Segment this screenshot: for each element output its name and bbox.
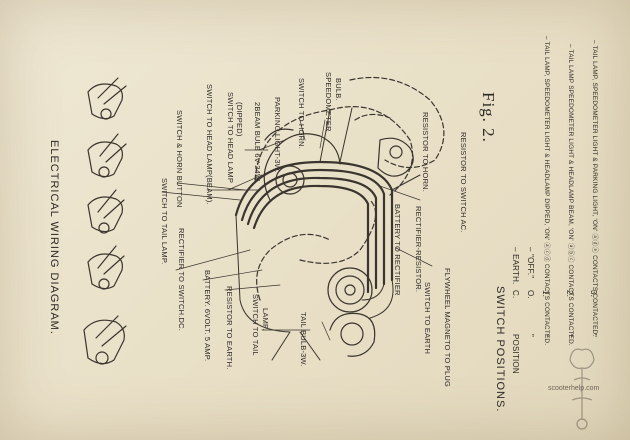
branch-wires [235,107,421,361]
switch-hand-illustrations [83,77,127,365]
watermark: scooterhelp.com [548,385,600,392]
flywheel-magneto [327,267,376,357]
